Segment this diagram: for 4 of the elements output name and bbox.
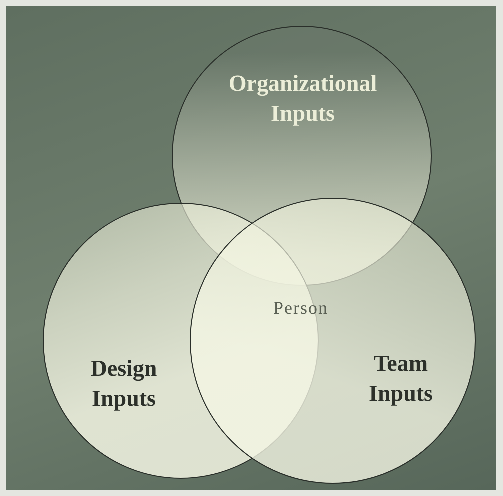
circle-label: Team Inputs — [368, 350, 434, 408]
circle-label: Organizational Inputs — [228, 70, 378, 128]
circle-label: Design Inputs — [90, 355, 158, 413]
intersection-label: Person — [272, 298, 330, 319]
